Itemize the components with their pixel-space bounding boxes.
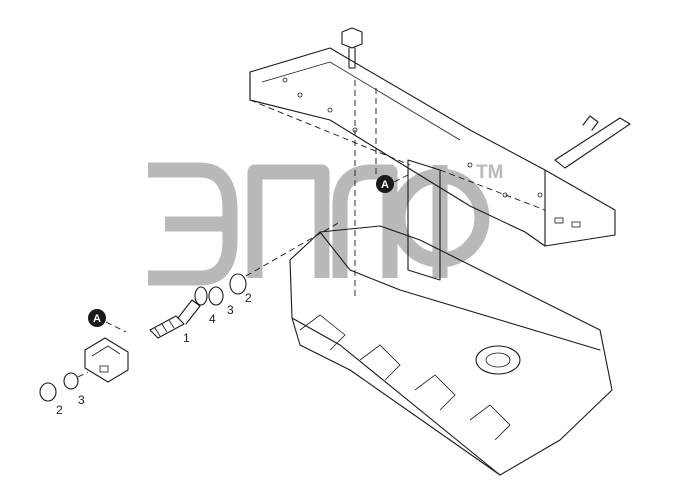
callout-a-upper: A	[376, 174, 409, 193]
washer-upper	[208, 286, 224, 306]
watermark-letter-p	[247, 164, 330, 278]
part-label-washer-lower: 3	[78, 393, 85, 407]
lower-hardware: 2 3	[39, 371, 89, 417]
watermark-logo: TM	[148, 162, 503, 286]
strap-clip	[554, 115, 631, 169]
mounting-bracket	[249, 47, 616, 247]
fitting-assembly: 1 4 3 2	[149, 221, 341, 345]
callout-a-lower-label: A	[93, 313, 101, 325]
hose-fitting	[149, 315, 185, 339]
vertical-plate	[407, 159, 441, 281]
callout-a-upper-label: A	[381, 179, 389, 191]
part-label-nut-upper: 2	[245, 291, 252, 305]
top-bolt	[341, 27, 377, 300]
callout-a-lower: A	[88, 309, 127, 333]
clip-bracket	[84, 337, 129, 383]
nut-lower	[39, 382, 57, 402]
washer-large	[194, 286, 208, 306]
part-label-washer-large: 4	[209, 312, 216, 326]
part-label-nut-lower: 2	[56, 403, 63, 417]
washer-lower	[63, 372, 79, 390]
part-label-fitting: 1	[183, 331, 190, 345]
valve-cover	[249, 99, 613, 476]
oil-filler-cap	[475, 345, 521, 375]
nut-upper	[229, 273, 247, 295]
watermark-letter-d	[332, 164, 398, 278]
trademark-mark: TM	[476, 162, 503, 183]
part-label-washer-upper: 3	[227, 303, 234, 317]
